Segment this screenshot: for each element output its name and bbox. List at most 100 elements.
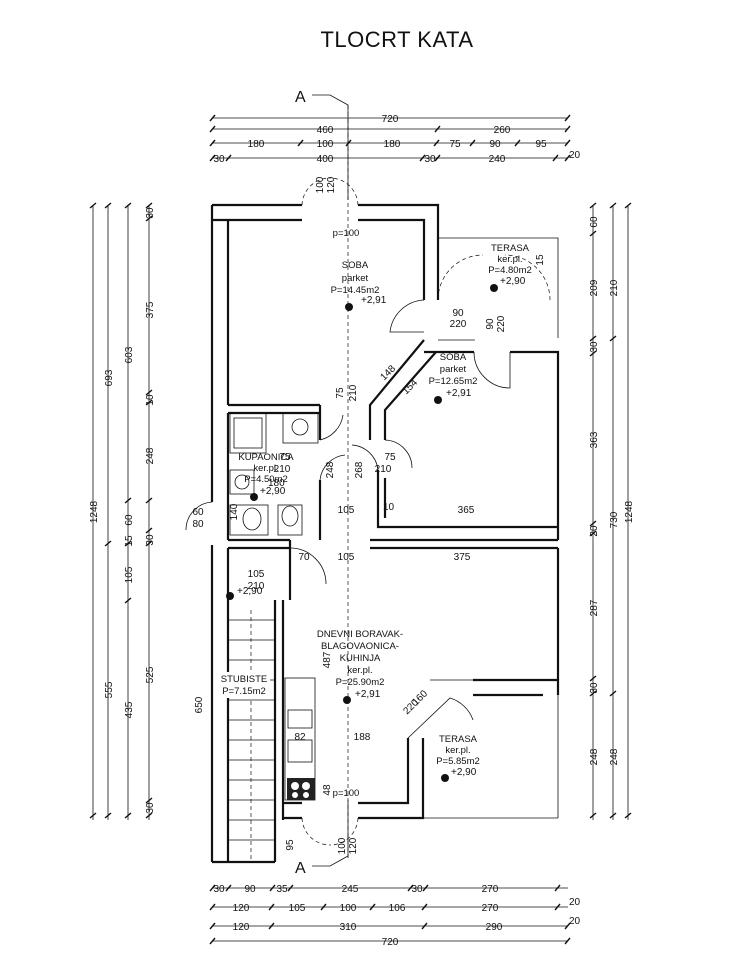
dim-right-730: 730 <box>609 511 620 528</box>
section-mark-top: A <box>295 89 349 860</box>
dim-left-30b: 30 <box>145 534 156 546</box>
dim-bot-30a: 30 <box>213 884 225 895</box>
dim-right-209: 209 <box>589 279 600 296</box>
dim-top-95: 95 <box>535 139 547 150</box>
dim-268: 268 <box>354 461 365 478</box>
room-level: +2,91 <box>446 388 472 399</box>
room-floor: parket <box>440 364 467 375</box>
dim-top-20: 20 <box>569 150 581 161</box>
dim-bot-720: 720 <box>382 937 399 948</box>
room-dnevni-boravak: DNEVNI BORAVAK- BLAGOVAONICA- KUHINJA ke… <box>317 629 403 704</box>
room-name: TERASA <box>491 243 530 254</box>
dim-top-30b: 30 <box>424 154 436 165</box>
room-name-line2: BLAGOVAONICA- <box>321 641 399 652</box>
dim-left-525: 525 <box>145 666 156 683</box>
dim-right-210: 210 <box>609 279 620 296</box>
top-dimensions: 720 460 260 180 100 180 75 90 95 30 400 … <box>209 114 581 165</box>
door-210b: 210 <box>274 464 291 475</box>
dim-487: 487 <box>322 651 333 668</box>
room-area: P=12.65m2 <box>429 376 478 387</box>
door-210c: 210 <box>375 464 392 475</box>
dim-bot-120a: 120 <box>233 903 250 914</box>
dim-bot-120b: 120 <box>233 922 250 933</box>
kitchen-counter <box>284 677 316 801</box>
room-terasa-1: TERASA ker.pl. P=4.80m2 +2,90 <box>488 243 532 292</box>
dim-248: 248 <box>325 461 336 478</box>
dim-bot-245: 245 <box>342 884 359 895</box>
dim-82: 82 <box>294 732 306 743</box>
dim-bot-310: 310 <box>340 922 357 933</box>
room-area: P=7.15m2 <box>222 686 266 697</box>
dim-left-30c: 30 <box>145 802 156 814</box>
room-area: P=14.45m2 <box>331 285 380 296</box>
door-210d: 210 <box>248 581 265 592</box>
dim-top-100: 100 <box>317 139 334 150</box>
section-label-bottom: A <box>295 860 306 877</box>
dim-top-260: 260 <box>494 125 511 136</box>
room-stubiste: STUBISTE P=7.15m2 <box>218 672 270 698</box>
door-swings <box>185 177 551 846</box>
room-level: +2,91 <box>355 689 381 700</box>
door-80: 80 <box>192 519 204 530</box>
window-90b: 90 <box>485 318 496 330</box>
dim-95: 95 <box>285 839 296 851</box>
section-label-top: A <box>295 89 306 106</box>
dim-left-693: 693 <box>104 369 115 386</box>
plan-title: TLOCRT KATA <box>320 27 473 52</box>
diag-154: 154 <box>400 377 420 397</box>
room-area: P=5.85m2 <box>436 756 480 767</box>
room-floor: ker.pl. <box>347 665 372 676</box>
dim-180: 180 <box>268 478 285 489</box>
room-area: P=25.90m2 <box>336 677 385 688</box>
room-kupaonica: KUPAONICA ker.pl. P=4.50m2 +2,90 <box>238 452 294 501</box>
dim-10: 10 <box>383 502 395 513</box>
room-name: STUBISTE <box>221 674 267 685</box>
dim-bot-90: 90 <box>244 884 256 895</box>
room-floor: parket <box>342 273 369 284</box>
room-name-line1: DNEVNI BORAVAK- <box>317 629 403 640</box>
window-220: 220 <box>450 319 467 330</box>
room-level: +2,91 <box>361 295 387 306</box>
door-210a: 210 <box>348 384 359 401</box>
door-60: 60 <box>192 507 204 518</box>
dim-top-75: 75 <box>449 139 461 150</box>
room-floor: ker.pl. <box>497 254 522 265</box>
dim-right-363: 363 <box>589 431 600 448</box>
dim-188: 188 <box>354 732 371 743</box>
room-name-line3: KUHINJA <box>340 653 381 664</box>
dim-left-15: 15 <box>124 535 135 547</box>
room-name: SOBA <box>342 260 369 271</box>
dim-bot-100: 100 <box>340 903 357 914</box>
dim-right-60: 60 <box>589 216 600 228</box>
dim-bot-20b: 20 <box>569 916 581 927</box>
room-soba-1: SOBA parket P=14.45m2 +2,91 <box>331 260 387 311</box>
bot-door-120: 120 <box>348 837 359 854</box>
dim-right-248a: 248 <box>589 748 600 765</box>
dim-bot-270a: 270 <box>482 884 499 895</box>
right-dimensions: 60 209 30 363 20 287 30 248 210 730 248 … <box>589 202 635 820</box>
dim-right-20: 20 <box>589 525 600 537</box>
left-dimensions: 1248 693 555 603 15 105 435 30 375 10 24… <box>89 202 156 820</box>
opening-labels: p=100 p=100 90 220 90 220 75 210 75 210 … <box>192 176 546 854</box>
dim-105a: 105 <box>338 505 355 516</box>
room-floor: ker.pl. <box>253 463 278 474</box>
room-level: +2,90 <box>260 486 286 497</box>
dim-left-30a: 30 <box>145 207 156 219</box>
dim-right-30b: 30 <box>589 682 600 694</box>
dim-top-400: 400 <box>317 154 334 165</box>
dim-bot-30b: 30 <box>411 884 423 895</box>
dim-left-60: 60 <box>124 514 135 526</box>
door-75b: 75 <box>279 452 291 463</box>
dim-left-555: 555 <box>104 681 115 698</box>
dim-140: 140 <box>229 503 240 520</box>
dim-top-460: 460 <box>317 125 334 136</box>
dim-top-720: 720 <box>382 114 399 125</box>
room-level: +2,90 <box>451 767 477 778</box>
dim-bot-106: 106 <box>389 903 406 914</box>
dim-70: 70 <box>298 552 310 563</box>
bot-door-100: 100 <box>337 837 348 854</box>
dim-bot-270b: 270 <box>482 903 499 914</box>
opening-bottom: p=100 <box>333 788 360 799</box>
door-75c: 75 <box>384 452 396 463</box>
